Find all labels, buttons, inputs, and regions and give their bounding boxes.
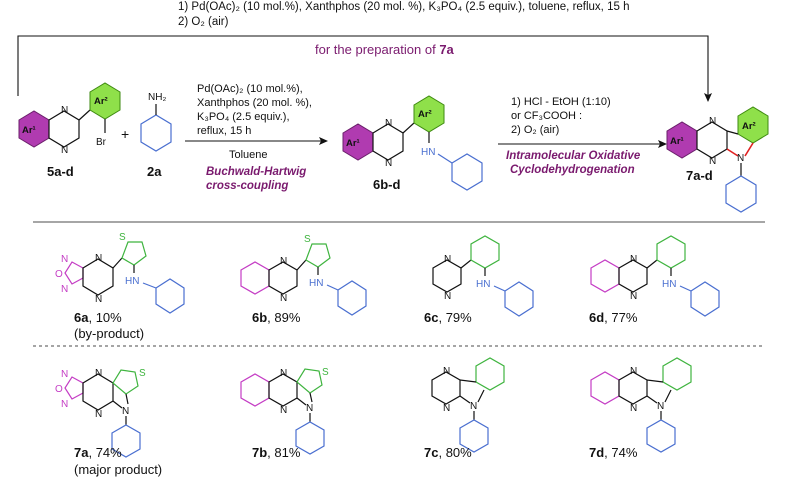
structure-7c: N N N [431, 357, 505, 453]
label-6d: 6d, 77% [589, 310, 638, 325]
svg-text:Ar¹: Ar¹ [670, 136, 684, 147]
svg-text:N: N [61, 399, 68, 410]
svg-text:Ar¹: Ar¹ [22, 125, 36, 136]
step2-cond-2: or CF₃COOH : [511, 110, 582, 122]
svg-text:N: N [444, 254, 451, 265]
label-6c: 6c, 79% [424, 310, 472, 325]
svg-text:NH₂: NH₂ [148, 92, 166, 103]
label-6b: 6b, 89% [252, 310, 301, 325]
svg-text:N: N [280, 293, 287, 304]
svg-text:HN: HN [309, 278, 323, 289]
svg-text:HN: HN [662, 279, 676, 290]
svg-text:Ar²: Ar² [94, 96, 108, 107]
svg-text:HN: HN [125, 276, 139, 287]
top-conditions-line1: 1) Pd(OAc)₂ (10 mol.%), Xanthphos (20 mo… [178, 1, 629, 13]
svg-text:N: N [61, 145, 68, 156]
svg-text:S: S [304, 234, 311, 245]
svg-text:Ar²: Ar² [418, 109, 432, 120]
label-7a: 7a, 74% [74, 445, 122, 460]
step1-cond-3: K₃PO₄ (2.5 equiv.), [197, 111, 290, 123]
step1-cond-1: Pd(OAc)₂ (10 mol.%), [197, 83, 303, 95]
svg-text:S: S [139, 368, 146, 379]
compound-5-structure: Ar¹ N N Ar² Br [18, 82, 121, 156]
svg-text:N: N [630, 291, 637, 302]
structure-6a: N O N N N S HN [55, 232, 185, 314]
svg-text:Ar²: Ar² [742, 121, 756, 132]
svg-text:HN: HN [421, 147, 435, 158]
bypass-label: for the preparation of 7a [315, 42, 455, 57]
step1-solvent: Toluene [229, 149, 268, 161]
svg-text:N: N [61, 105, 68, 116]
step1-cond-4: reflux, 15 h [197, 125, 251, 137]
svg-text:N: N [95, 368, 102, 379]
svg-text:N: N [385, 118, 392, 129]
structure-6d: N N HN [590, 235, 720, 317]
svg-text:N: N [657, 401, 664, 412]
top-conditions-line2: 2) O₂ (air) [178, 16, 229, 28]
svg-text:Br: Br [96, 137, 107, 148]
svg-text:N: N [630, 254, 637, 265]
svg-text:N: N [630, 366, 637, 377]
svg-text:N: N [61, 284, 68, 295]
step2-name-2: Cyclodehydrogenation [510, 164, 635, 176]
svg-text:N: N [630, 403, 637, 414]
svg-text:N: N [95, 294, 102, 305]
step2-cond-3: 2) O₂ (air) [511, 124, 559, 136]
structure-6b: N N S HN [240, 234, 367, 316]
compound-7-structure: Ar¹ N N Ar² N [666, 106, 769, 213]
bypass-arrow [17, 35, 712, 102]
compound-5-label: 5a-d [47, 164, 74, 179]
compound-2a-label: 2a [147, 164, 162, 179]
svg-text:N: N [737, 153, 744, 164]
svg-text:N: N [95, 409, 102, 420]
label-6a: 6a, 10% [74, 310, 122, 325]
compound-6-structure: Ar¹ N N Ar² HN [342, 95, 483, 191]
step1-name-2: cross-coupling [206, 180, 288, 192]
svg-text:O: O [55, 384, 63, 395]
compound-6-label: 6b-d [373, 177, 401, 192]
svg-text:N: N [95, 253, 102, 264]
svg-text:N: N [280, 368, 287, 379]
svg-text:N: N [280, 405, 287, 416]
svg-text:N: N [306, 403, 313, 414]
label-7c: 7c, 80% [424, 445, 472, 460]
note-6a: (by-product) [74, 326, 144, 341]
svg-text:O: O [55, 269, 63, 280]
svg-text:N: N [280, 256, 287, 267]
label-7d: 7d, 74% [589, 445, 638, 460]
svg-text:Ar¹: Ar¹ [346, 138, 360, 149]
step2-cond-1: 1) HCl - EtOH (1:10) [511, 96, 611, 108]
compound-7-label: 7a-d [686, 168, 713, 183]
svg-text:N: N [443, 403, 450, 414]
step1-name-1: Buchwald-Hartwig [206, 166, 306, 178]
plus-sign: + [121, 126, 129, 142]
svg-text:N: N [61, 369, 68, 380]
svg-text:N: N [61, 254, 68, 265]
note-7a: (major product) [74, 462, 162, 477]
step1-cond-2: Xanthphos (20 mol. %), [197, 97, 312, 109]
svg-text:N: N [709, 156, 716, 167]
svg-text:HN: HN [476, 279, 490, 290]
svg-text:N: N [122, 406, 129, 417]
svg-text:N: N [444, 291, 451, 302]
structure-6c: N N HN [432, 235, 534, 317]
structure-7b: N N S N [240, 367, 329, 455]
structure-7a: N O N N N S N [55, 368, 146, 458]
compound-2a-structure: NH₂ [140, 92, 172, 152]
svg-text:N: N [470, 401, 477, 412]
svg-text:N: N [385, 158, 392, 169]
svg-text:N: N [709, 116, 716, 127]
svg-text:N: N [443, 366, 450, 377]
label-7b: 7b, 81% [252, 445, 301, 460]
structure-7d: N N N [590, 357, 692, 453]
svg-text:S: S [322, 367, 329, 378]
svg-text:S: S [119, 232, 126, 243]
step2-name-1: Intramolecular Oxidative [506, 150, 641, 162]
